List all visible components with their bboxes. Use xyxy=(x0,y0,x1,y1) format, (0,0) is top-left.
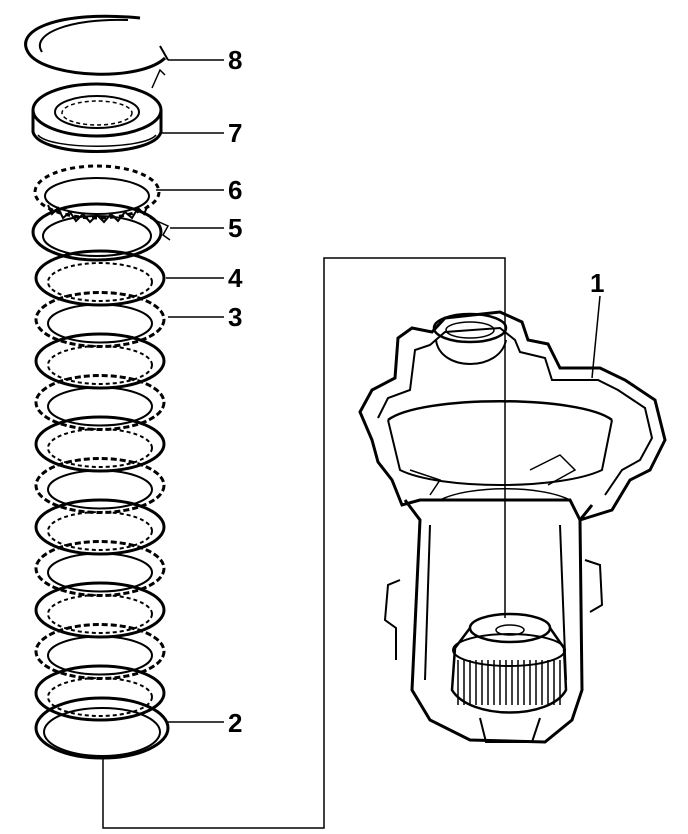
callout-6: 6 xyxy=(228,175,242,205)
friction-plate xyxy=(34,664,166,722)
callout-5: 5 xyxy=(228,213,242,243)
callout-4: 4 xyxy=(228,263,243,293)
part-8-snap-ring xyxy=(24,14,169,76)
part-6-toothed-disc xyxy=(33,164,161,224)
callout-8: 8 xyxy=(228,45,242,75)
part-2-ring xyxy=(34,696,170,760)
callout-1: 1 xyxy=(590,268,604,298)
part-1-transmission-housing xyxy=(358,310,667,744)
callout-7: 7 xyxy=(228,118,242,148)
part-5-disc xyxy=(31,202,171,262)
gear-teeth xyxy=(457,660,561,705)
callout-2: 2 xyxy=(228,708,242,738)
callout-3: 3 xyxy=(228,302,242,332)
assembly-bracket-line xyxy=(102,257,506,829)
leader-lines xyxy=(156,59,601,723)
part-7-bearing xyxy=(31,68,166,153)
clutch-plate-stack xyxy=(34,249,166,722)
